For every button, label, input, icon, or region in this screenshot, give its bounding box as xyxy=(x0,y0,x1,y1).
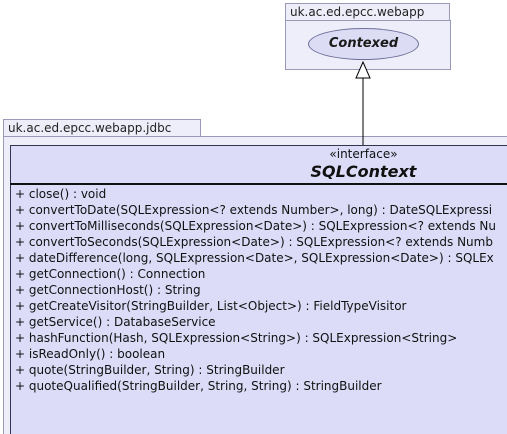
method-item[interactable]: + getService() : DatabaseService xyxy=(15,315,216,329)
method-item[interactable]: + convertToSeconds(SQLExpression<Date>) … xyxy=(15,235,493,249)
contexed-interface-node[interactable]: Contexed xyxy=(308,28,419,60)
class-divider xyxy=(10,183,507,185)
method-item[interactable]: + close() : void xyxy=(15,187,107,201)
method-item[interactable]: + quoteQualified(StringBuilder, String, … xyxy=(15,379,382,393)
method-item[interactable]: + convertToDate(SQLExpression<? extends … xyxy=(15,203,493,217)
method-item[interactable]: + quote(StringBuilder, String) : StringB… xyxy=(15,363,285,377)
method-item[interactable]: + getConnection() : Connection xyxy=(15,267,206,281)
method-item[interactable]: + getCreateVisitor(StringBuilder, List<O… xyxy=(15,299,407,313)
hollow-triangle-arrowhead xyxy=(355,60,371,79)
method-item[interactable]: + dateDifference(long, SQLExpression<Dat… xyxy=(15,251,494,265)
package-jdbc-tab: uk.ac.ed.epcc.webapp.jdbc xyxy=(3,119,201,137)
method-item[interactable]: + hashFunction(Hash, SQLExpression<Strin… xyxy=(15,331,458,345)
package-webapp-tab: uk.ac.ed.epcc.webapp xyxy=(285,3,450,21)
method-item[interactable]: + getConnectionHost() : String xyxy=(15,283,201,297)
method-list: + close() : void + convertToDate(SQLExpre… xyxy=(15,186,496,394)
sqlcontext-class-box[interactable] xyxy=(10,145,507,434)
method-item[interactable]: + convertToMilliseconds(SQLExpression<Da… xyxy=(15,219,496,233)
method-item[interactable]: + isReadOnly() : boolean xyxy=(15,347,166,361)
interface-stereotype: «interface» xyxy=(329,147,398,161)
class-name: SQLContext xyxy=(310,162,417,181)
